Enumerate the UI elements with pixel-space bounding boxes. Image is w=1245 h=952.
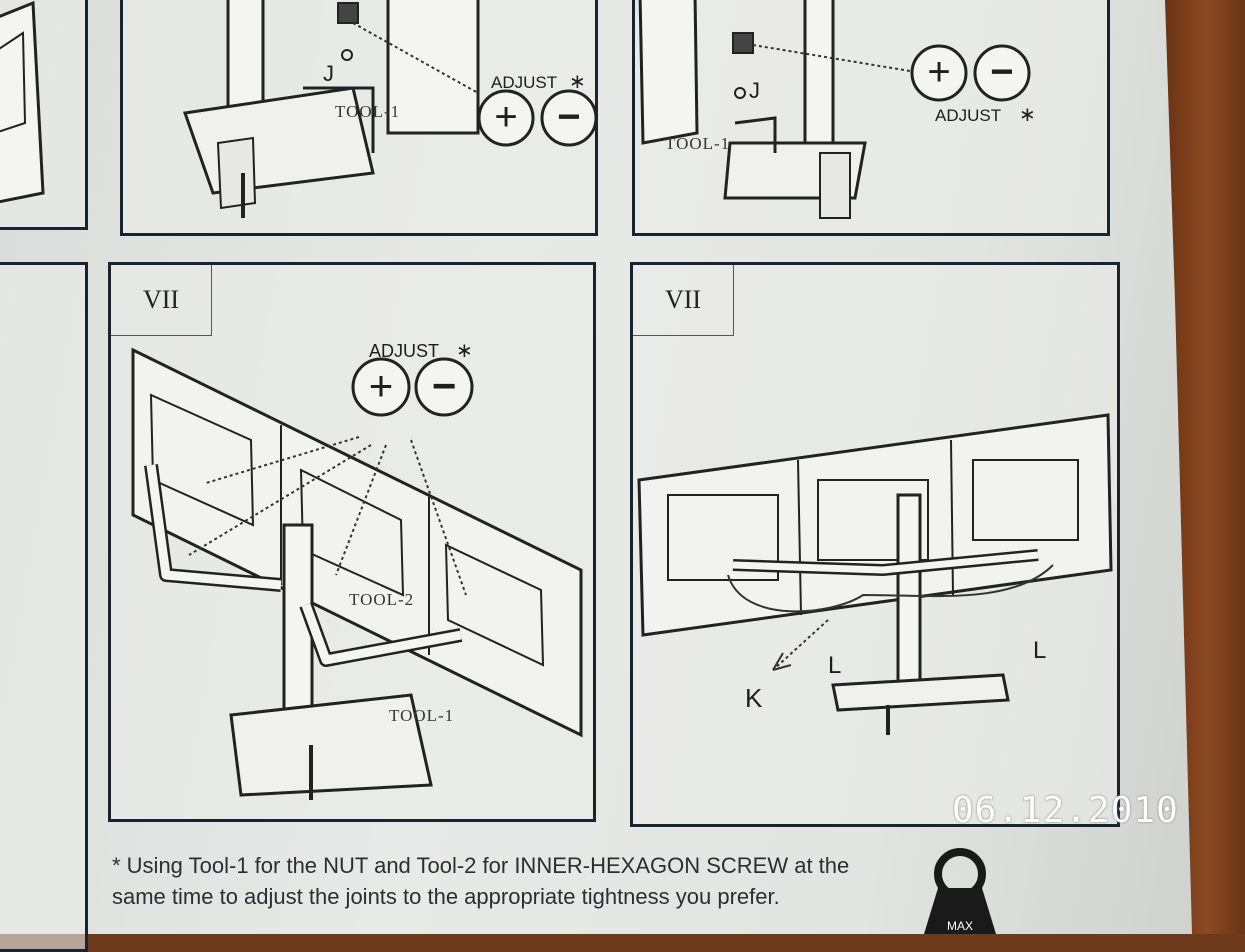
triple-monitor-cable-illustration: K L L: [637, 413, 1113, 735]
asterisk: ∗: [1019, 104, 1036, 126]
tool-2-label: TOOL-2: [349, 590, 414, 609]
tighten-icon: [910, 44, 968, 102]
tool-1-label: TOOL-1: [389, 706, 454, 725]
max-badge-icon: MAX: [920, 848, 1000, 934]
max-badge-text: MAX: [947, 919, 973, 933]
part-l-label: L: [1033, 637, 1046, 664]
tool-1-label: TOOL-1: [335, 102, 400, 121]
step-number: VII: [633, 265, 734, 336]
svg-text:+: +: [369, 362, 394, 409]
partial-panel-bottom-left: [0, 262, 88, 952]
step-panel-top-middle: + − ADJUST ∗ J TOOL-1: [120, 0, 598, 236]
step-panel-vii-cable: VII K L L: [630, 262, 1120, 827]
adjust-label: ADJUST: [491, 73, 557, 92]
step-panel-vii-adjust: VII + − ADJUST ∗ TOOL-2 TOOL-1: [108, 262, 596, 822]
tighten-icon: [477, 89, 535, 147]
clamp-adjust-illustration: + − ADJUST ∗ J TOOL-1: [638, 0, 1036, 219]
monitor-illustration: [0, 0, 45, 204]
asterisk: ∗: [569, 71, 586, 93]
max-badge-graphic: MAX: [924, 848, 996, 934]
step-panel-top-right: + − ADJUST ∗ J TOOL-1: [632, 0, 1110, 236]
svg-text:−: −: [432, 362, 457, 409]
loosen-icon: [414, 357, 474, 417]
svg-text:+: +: [927, 50, 950, 94]
partial-panel-top-left: [0, 0, 88, 230]
svg-text:−: −: [990, 50, 1013, 94]
part-j-label: J: [323, 61, 334, 86]
svg-text:+: +: [494, 95, 517, 139]
loosen-icon: [540, 89, 598, 147]
footnote: * Using Tool-1 for the NUT and Tool-2 fo…: [112, 853, 850, 909]
tool-1-label: TOOL-1: [665, 134, 730, 153]
adjust-label: ADJUST: [935, 106, 1001, 125]
loosen-icon: [973, 44, 1031, 102]
svg-text:−: −: [557, 95, 580, 139]
triple-monitor-adjust-illustration: + − ADJUST ∗ TOOL-2 TOOL-1: [131, 340, 583, 800]
adjust-label: ADJUST: [369, 341, 439, 361]
part-j-label: J: [749, 78, 760, 103]
clamp-adjust-illustration: + − ADJUST ∗ J TOOL-1: [182, 0, 598, 218]
step-number: VII: [111, 265, 212, 336]
camera-date-stamp: 06.12.2010: [952, 790, 1179, 831]
asterisk: ∗: [456, 340, 473, 362]
tighten-icon: [351, 357, 411, 417]
part-k-label: K: [745, 683, 763, 713]
part-l-label: L: [828, 652, 841, 679]
